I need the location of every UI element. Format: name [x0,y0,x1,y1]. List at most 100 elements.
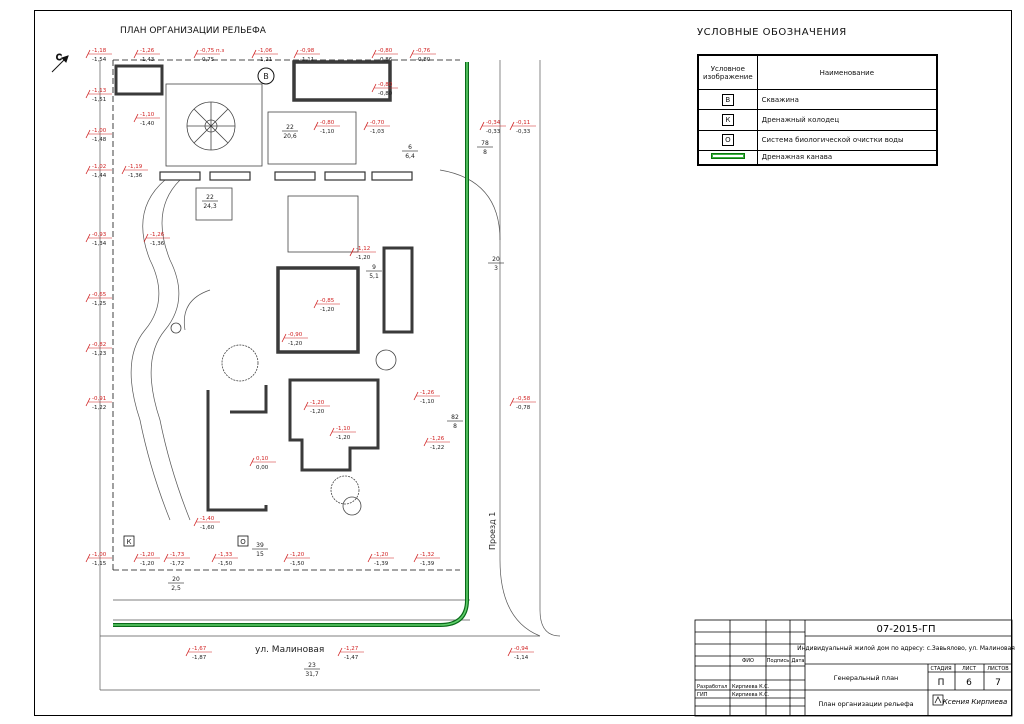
elevation-mark: -1,02-1,44 [85,164,112,179]
elevation-existing: -0,33 [486,129,501,135]
elevation-mark: -1,40-1,60 [193,516,220,531]
legend-header-name: Наименование [756,55,938,90]
svg-text:39: 39 [256,542,264,549]
elevation-existing: -0,33 [516,129,531,135]
elevation-mark: 0,100,00 [249,456,276,471]
elevation-design: -1,40 [200,516,215,522]
elevation-mark: -0,90-1,20 [281,332,308,347]
elevation-design: -0,34 [486,120,501,126]
legend-title: УСЛОВНЫЕ ОБОЗНАЧЕНИЯ [697,27,847,38]
elevation-existing: 0,00 [256,465,269,471]
elevation-design: -1,26 [150,232,165,238]
elevation-existing: -1,23 [92,351,107,357]
elevation-mark: -0,80-1,10 [313,120,340,135]
elevation-mark: -0,91 -1,22 [85,396,112,411]
elevation-design: -0,80 [378,82,393,88]
elevation-mark: -1,26 -1,36 [143,232,170,247]
elevation-marks: -1,18-1,54-1,26-1,43-0,75 п.з-0,75-1,06-… [85,48,536,661]
elevation-mark: -1,26-1,22 [423,436,450,451]
elevation-existing: -1,50 [218,561,233,567]
elevation-mark: -1,20-1,20 [133,552,160,567]
elevation-design: -1,32 [420,552,434,558]
elevation-design: -0,91 [92,396,106,402]
elevation-existing: -1,36 [150,241,165,247]
elevation-mark: -0,98-1,11 [293,48,320,63]
elevation-mark: -0,82 -1,23 [85,342,112,357]
slope-mark: 202,5 [168,576,184,592]
elevation-existing: -1,03 [370,129,385,135]
slope-marks: 2220,62224,366,478820395,18282331,739152… [168,124,504,678]
street-label: ул. Малиновая [255,645,324,655]
legend-header-symbol: Условное изображение [698,55,758,90]
elevation-design: -1,19 [128,164,143,170]
elevation-design: -1,33 [218,552,233,558]
drain-well-marker: К [123,535,135,547]
elevation-mark: -0,70-1,03 [363,120,390,135]
elevation-existing: -0,75 [200,57,215,63]
elevation-existing: -1,39 [420,561,435,567]
elevation-design: -1,20 [290,552,305,558]
elevation-mark: -1,12-1,20 [349,246,376,261]
bath-house [292,60,392,102]
elevation-mark: -1,00-1,15 [85,552,112,567]
north-arrow-icon: С [51,53,69,73]
elevation-existing: -0,80 [378,91,393,97]
elevation-mark: -1,73-1,72 [163,552,190,567]
elevation-mark: -0,80-0,86 [371,48,398,63]
elevation-existing: -1,50 [290,561,305,567]
elevation-mark: -0,80 -0,80 [371,82,398,97]
elevation-mark: -1,67-1,87 [185,646,212,661]
svg-text:9: 9 [372,264,376,271]
garden-block [165,83,263,167]
elevation-design: -1,20 [310,400,325,406]
elevation-mark: -1,33 -1,50 [211,552,238,567]
legend-row-name: Дренажная канава [756,149,938,166]
elevation-design: -1,10 [140,112,155,118]
elevation-mark: -1,18-1,54 [85,48,112,63]
elevation-design: -1,26 [430,436,445,442]
svg-text:2,5: 2,5 [171,585,181,592]
elevation-design: -0,11 [516,120,530,126]
elevation-design: -0,98 [300,48,315,54]
elevation-mark: -1,26-1,43 [133,48,160,63]
svg-text:8: 8 [483,149,487,156]
plan-title: ПЛАН ОРГАНИЗАЦИИ РЕЛЬЕФА [120,26,266,36]
svg-text:С: С [56,53,62,62]
well-symbol: В [721,93,734,106]
elevation-design: -1,67 [192,646,207,652]
elevation-existing: -1,20 [336,435,351,441]
elevation-existing: -1,51 [92,97,106,103]
elevation-design: -1,00 [92,552,107,558]
elevation-design: -0,65 [92,292,107,298]
elevation-mark: -1,20-1,39 [367,552,394,567]
elevation-existing: -1,47 [344,655,359,661]
elevation-mark: -0,93-1,34 [85,232,112,247]
elevation-mark: -1,20 -1,50 [283,552,310,567]
well-marker: В [257,67,275,85]
svg-text:В: В [263,72,269,81]
slope-mark: 203 [488,256,504,272]
elevation-existing: -1,72 [170,561,184,567]
elevation-design: -0,82 [92,342,106,348]
elevation-design: -0,80 [320,120,335,126]
elevation-design: -1,26 [420,390,435,396]
svg-text:К: К [127,538,132,546]
elevation-existing: -1,22 [92,405,106,411]
slope-mark: 95,1 [366,264,382,280]
elevation-design: -1,18 [92,48,107,54]
bio-system-symbol: О [721,134,734,147]
elevation-mark: -0,58-0,78 [509,396,536,411]
svg-text:20: 20 [492,256,500,263]
svg-text:3: 3 [494,265,498,272]
elevation-mark: -0,75 п.з-0,75 [193,48,224,63]
elevation-mark: -1,26-1,10 [413,390,440,405]
elevation-existing: -1,20 [320,307,335,313]
elevation-design: -1,12 [356,246,370,252]
elevation-existing: -0,80 [416,57,431,63]
terrace-wall [206,390,268,512]
svg-text:82: 82 [451,414,459,421]
elevation-design: -1,02 [92,164,106,170]
